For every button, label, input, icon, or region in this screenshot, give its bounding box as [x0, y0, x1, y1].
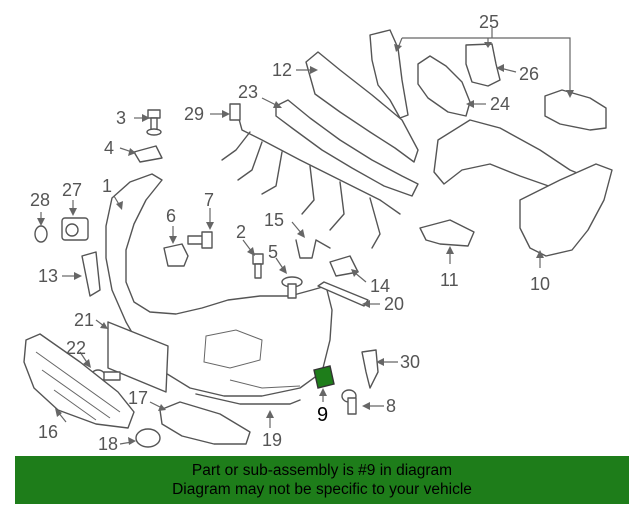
- callout-12: 12: [272, 60, 292, 80]
- part-21-plate-bracket: [107, 321, 169, 393]
- callout-7: 7: [204, 190, 214, 210]
- part-4-clip: [133, 145, 163, 163]
- callout-30: 30: [400, 352, 420, 372]
- part-15-wire-clip: [295, 239, 331, 259]
- part-6-holder: [163, 243, 189, 267]
- callout-16: 16: [38, 422, 58, 442]
- callout-29: 29: [184, 104, 204, 124]
- callout-15: 15: [264, 210, 284, 230]
- part-16-grille: [23, 333, 135, 429]
- callout-19: 19: [262, 430, 282, 450]
- callout-26: 26: [519, 64, 539, 84]
- callout-28: 28: [30, 190, 50, 210]
- banner-line-2: Diagram may not be specific to your vehi…: [172, 481, 472, 498]
- part-18-ring: [135, 428, 161, 448]
- callout-4: 4: [104, 138, 114, 158]
- callout-13: 13: [38, 266, 58, 286]
- part-9-highlighted: [313, 365, 335, 389]
- callout-14: 14: [370, 276, 390, 296]
- part-10-side-cover: [519, 163, 613, 257]
- banner-line-1: Part or sub-assembly is #9 in diagram: [191, 462, 453, 479]
- callout-24: 24: [490, 94, 510, 114]
- callout-21: 21: [74, 310, 94, 330]
- callout-2: 2: [236, 222, 246, 242]
- part-17-fog-grille: [159, 401, 251, 445]
- callout-27: 27: [62, 180, 82, 200]
- part-24-bracket: [417, 55, 471, 117]
- callout-18: 18: [98, 434, 118, 454]
- part-11-bracket: [419, 219, 475, 247]
- callout-10: 10: [530, 274, 550, 294]
- leader-lines: [37, 28, 574, 445]
- part-25-absorbers: [369, 29, 607, 131]
- info-banner: Part or sub-assembly is #9 in diagram Di…: [15, 456, 629, 504]
- callout-6: 6: [166, 206, 176, 226]
- part-29-wiring-harness: [221, 103, 401, 249]
- part-13-bracket: [81, 251, 101, 297]
- callout-8: 8: [386, 396, 396, 416]
- part-27-sensor: [61, 217, 89, 241]
- part-8-bolt: [341, 389, 357, 415]
- callout-11: 11: [440, 270, 459, 290]
- callout-9: 9: [317, 404, 328, 426]
- callout-3: 3: [116, 108, 126, 128]
- callout-25: 25: [479, 12, 499, 32]
- callout-5: 5: [268, 242, 278, 262]
- part-7-bolt: [187, 231, 213, 249]
- part-30-pin: [361, 349, 379, 389]
- callout-17: 17: [128, 388, 148, 408]
- callout-1: 1: [102, 176, 112, 196]
- part-3-bolt: [146, 109, 162, 136]
- part-28-grommet: [34, 225, 48, 243]
- callout-20: 20: [384, 294, 404, 314]
- callout-23: 23: [238, 82, 258, 102]
- part-5-clip: [281, 276, 303, 299]
- part-20-molding: [317, 281, 369, 307]
- part-19-molding: [195, 393, 301, 405]
- part-23-reinforcement: [275, 99, 419, 197]
- callout-22: 22: [66, 338, 86, 358]
- part-12-upper-carrier: [305, 51, 419, 163]
- part-2-bolt: [252, 253, 264, 279]
